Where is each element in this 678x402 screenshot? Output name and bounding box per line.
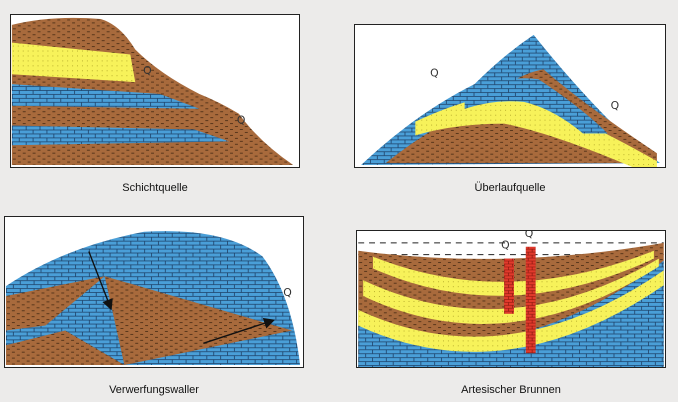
spring-label: Q	[237, 114, 246, 127]
well-shaft	[525, 246, 536, 354]
spring-label: Q	[143, 64, 152, 77]
panel-ueberlaufquelle: Q Q	[354, 24, 666, 168]
verwerfungsquelle-diagram: Q	[5, 231, 301, 366]
sand-layer	[11, 42, 136, 83]
yellow-aquifer-layer	[415, 94, 657, 167]
artesischer-brunnen-diagram: Q Q	[358, 231, 664, 367]
well-shaft	[504, 258, 514, 314]
spring-label: Q	[501, 239, 510, 252]
spring-label: Q	[611, 99, 620, 112]
caption-verwerfungsquelle: Verwerfungswaller	[109, 384, 199, 396]
spring-label: Q	[525, 231, 534, 240]
yellow-aquifer-layer	[358, 270, 664, 352]
limestone-layer	[11, 84, 200, 109]
ueberlaufquelle-diagram: Q Q	[361, 34, 660, 167]
panel-artesischer-brunnen: Q Q	[356, 230, 666, 368]
schichtquelle-diagram: Q Q	[11, 17, 294, 166]
spring-label: Q	[430, 66, 439, 79]
yellow-aquifer-layer	[373, 250, 654, 296]
limestone-layer	[11, 125, 230, 146]
caption-artesischer-brunnen: Artesischer Brunnen	[461, 384, 561, 396]
yellow-aquifer-layer	[363, 258, 659, 324]
limestone-layer	[464, 78, 608, 134]
caption-schichtquelle: Schichtquelle	[122, 182, 188, 194]
panel-schichtquelle: Q Q	[10, 14, 300, 168]
caption-ueberlaufquelle: Überlaufquelle	[474, 182, 546, 194]
spring-label: Q	[283, 286, 292, 299]
panel-verwerfungsquelle: Q	[4, 216, 304, 368]
